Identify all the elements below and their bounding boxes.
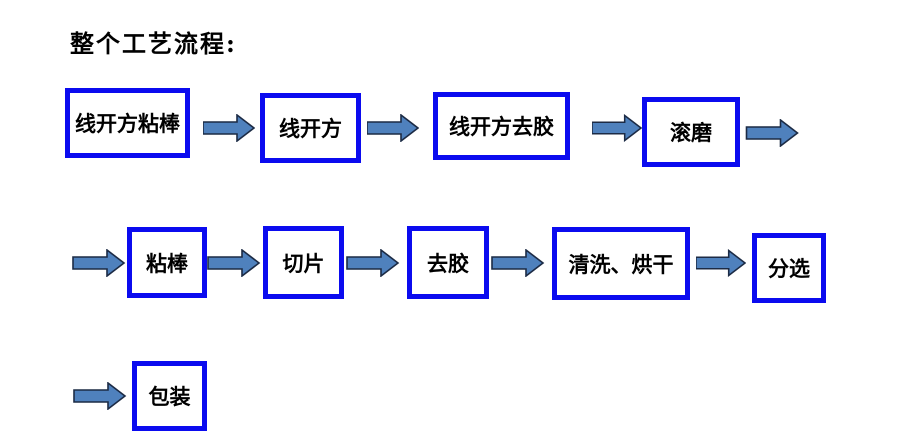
flow-arrow-icon [203,114,255,142]
flow-step-label: 包装 [148,384,191,409]
flow-arrow-icon [72,249,126,277]
flow-arrow-icon [207,249,261,277]
flow-arrow-icon [696,249,746,277]
flow-step-label: 清洗、烘干 [568,251,674,277]
flow-step-label: 滚磨 [670,120,712,145]
flow-step-box: 线开方去胶 [433,92,570,160]
flow-step-label: 切片 [282,250,325,276]
flow-step-box: 粘棒 [127,227,207,298]
flow-step-label: 线开方去胶 [449,114,554,139]
flow-arrow-icon [367,114,419,142]
page-title: 整个工艺流程: [70,29,237,58]
flow-step-box: 切片 [263,226,344,299]
flow-step-label: 分选 [768,256,810,281]
flow-step-label: 线开方 [279,116,342,141]
flow-step-box: 线开方粘棒 [65,88,190,158]
flow-step-box: 滚磨 [642,97,740,167]
flow-step-box: 包装 [132,361,207,431]
flow-step-label: 去胶 [427,250,469,276]
flow-step-box: 线开方 [260,93,361,163]
flow-arrow-icon [745,119,799,147]
flow-step-box: 清洗、烘干 [552,227,690,300]
flow-arrow-icon [73,382,127,410]
flow-arrow-icon [592,114,642,142]
flow-arrow-icon [346,249,400,277]
flow-arrow-icon [491,249,545,277]
flow-step-label: 线开方粘棒 [75,111,180,136]
flow-step-label: 粘棒 [146,250,188,276]
flow-step-box: 分选 [752,233,826,303]
flow-step-box: 去胶 [407,226,489,299]
